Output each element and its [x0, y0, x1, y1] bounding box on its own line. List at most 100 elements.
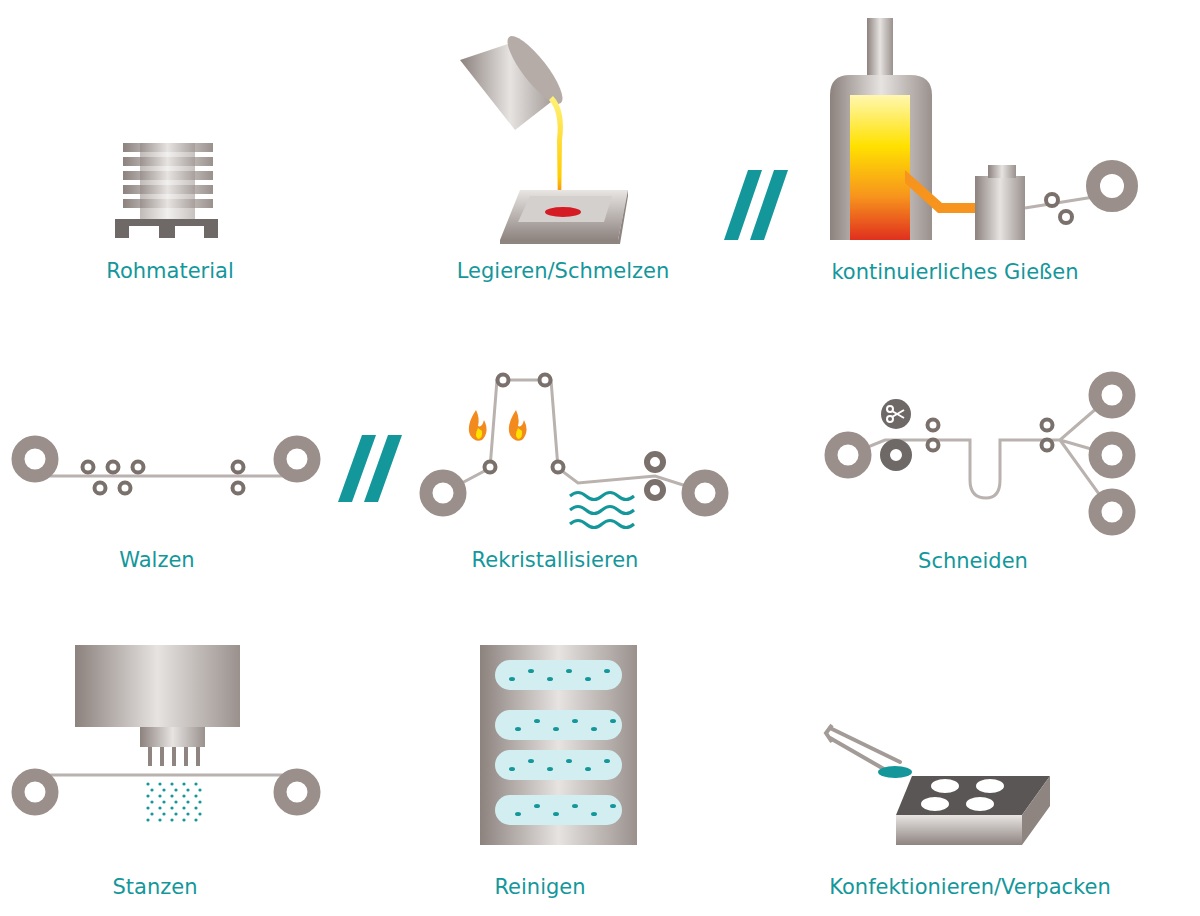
illustration-part: [182, 782, 185, 785]
packaging-tray: [826, 725, 1050, 845]
cleaning-bath: [480, 645, 637, 845]
illustration-part: [545, 207, 581, 217]
illustration-part: [476, 428, 482, 439]
illustration-part: [158, 818, 161, 821]
illustration-part: [604, 669, 610, 673]
stamping-press: [18, 645, 314, 822]
illustration-part: [162, 788, 165, 791]
illustration-part: [515, 812, 521, 816]
illustration-part: [604, 759, 610, 763]
illustration-part: [885, 444, 907, 466]
illustration-part: [194, 806, 197, 809]
illustration-part: [881, 399, 911, 429]
raw-material-pallet: [115, 143, 218, 238]
illustration-part: [892, 410, 904, 417]
illustration-part: [610, 804, 616, 808]
illustration-part: [500, 30, 571, 111]
illustration-part: [566, 669, 572, 673]
illustration-part: [182, 818, 185, 821]
step-label: Reinigen: [494, 874, 585, 900]
illustration-part: [540, 375, 551, 386]
illustration-part: [485, 462, 496, 473]
illustration-part: [18, 442, 52, 476]
illustration-part: [146, 806, 149, 809]
illustration-part: [515, 727, 521, 731]
illustration-part: [591, 727, 597, 731]
illustration-part: [280, 775, 314, 809]
illustration-part: [1093, 167, 1131, 205]
illustration-part: [194, 794, 197, 797]
illustration-part: [148, 747, 152, 766]
illustration-part: [150, 812, 153, 815]
illustration-part: [108, 462, 119, 473]
step-label: kontinuierliches Gießen: [831, 259, 1078, 285]
illustration-part: [150, 788, 153, 791]
illustration-part: [966, 797, 994, 811]
illustration-part: [688, 476, 722, 510]
illustration-part: [174, 800, 177, 803]
illustration-part: [509, 677, 515, 681]
illustration-part: [647, 482, 663, 498]
illustration-part: [1022, 776, 1050, 845]
illustration-part: [534, 719, 540, 723]
illustration-part: [610, 719, 616, 723]
illustration-part: [170, 794, 173, 797]
illustration-part: [848, 395, 1112, 512]
illustration-part: [204, 226, 218, 238]
illustration-part: [170, 806, 173, 809]
illustration-part: [572, 719, 578, 723]
illustration-part: [146, 782, 149, 785]
illustration-part: [750, 170, 788, 240]
illustration-part: [1046, 194, 1058, 206]
illustration-part: [1060, 211, 1072, 223]
illustration-part: [170, 782, 173, 785]
illustration-part: [95, 483, 106, 494]
illustration-part: [585, 767, 591, 771]
illustration-part: [18, 775, 52, 809]
illustration-part: [140, 727, 205, 747]
double-slash: [338, 435, 402, 502]
illustration-part: [528, 759, 534, 763]
illustration-part: [364, 435, 402, 502]
illustration-part: [1025, 196, 1100, 208]
illustration-part: [174, 788, 177, 791]
illustration-part: [280, 442, 314, 476]
illustration-part: [198, 788, 201, 791]
illustration-part: [172, 747, 176, 766]
illustration-part: [196, 747, 200, 766]
illustration-part: [133, 462, 144, 473]
step-label: Rekristallisieren: [472, 547, 639, 573]
illustration-part: [1095, 378, 1129, 412]
illustration-part: [426, 476, 460, 510]
illustration-part: [75, 645, 240, 727]
continuous-casting-furnace: [830, 18, 1131, 240]
illustration-part: [182, 806, 185, 809]
illustration-part: [170, 818, 173, 821]
illustration-part: [509, 767, 515, 771]
illustration-part: [566, 759, 572, 763]
illustration-part: [553, 812, 559, 816]
illustration-part: [233, 462, 244, 473]
slitting-line: [831, 378, 1129, 529]
step-label: Schneiden: [918, 548, 1028, 574]
illustration-part: [1095, 438, 1129, 472]
illustration-part: [146, 782, 201, 821]
illustration-part: [182, 794, 185, 797]
illustration-part: [585, 677, 591, 681]
illustration-part: [1095, 495, 1129, 529]
illustration-part: [830, 75, 932, 240]
illustration-part: [186, 788, 189, 791]
illustration-part: [988, 165, 1016, 178]
illustration-part: [146, 818, 149, 821]
step-label: Stanzen: [113, 874, 198, 900]
illustration-part: [905, 170, 975, 213]
illustration-part: [162, 812, 165, 815]
illustration-part: [443, 380, 705, 493]
illustration-part: [495, 710, 622, 740]
illustration-part: [528, 669, 534, 673]
illustration-part: [892, 411, 904, 418]
double-slash: [724, 170, 788, 240]
illustration-part: [570, 493, 634, 528]
recrystallisation-furnace: [426, 375, 722, 528]
